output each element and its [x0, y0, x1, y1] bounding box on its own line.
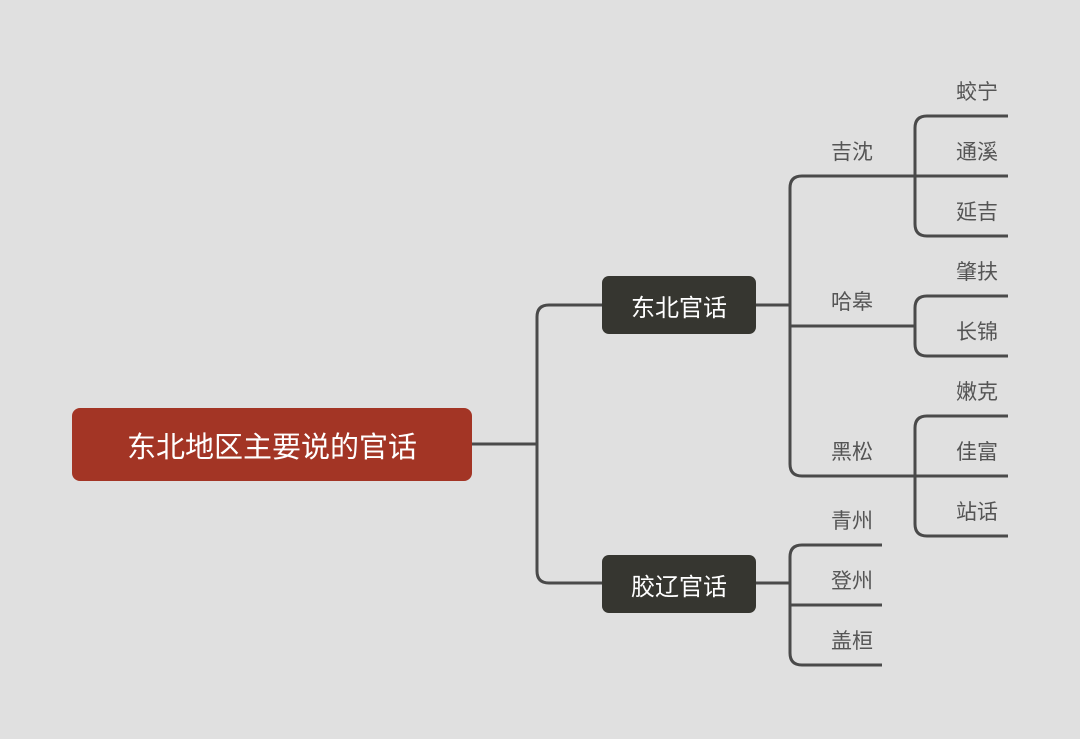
root-label: 东北地区主要说的官话 — [126, 429, 417, 464]
branch-label: 东北官话 — [631, 293, 727, 322]
hahuang-sub-connector — [913, 294, 1008, 358]
leaf-node[interactable]: 佳富 — [956, 440, 998, 464]
subnode-dengzhou[interactable]: 登州 — [831, 569, 873, 593]
subnode-qingzhou[interactable]: 青州 — [831, 509, 873, 533]
leaf-node[interactable]: 长锦 — [956, 320, 998, 344]
subnode-hahuang[interactable]: 哈皋 — [831, 290, 873, 314]
leaf-node[interactable]: 蛟宁 — [956, 80, 998, 104]
leaf-node[interactable]: 站话 — [956, 500, 998, 524]
leaf-node[interactable]: 肇扶 — [956, 260, 998, 284]
subnode-heisong[interactable]: 黑松 — [831, 440, 873, 464]
heisong-sub-connector — [913, 414, 1008, 538]
leaf-node[interactable]: 延吉 — [956, 200, 998, 224]
leaf-node[interactable]: 嫩克 — [956, 380, 998, 404]
main-branch-connector — [535, 303, 602, 585]
subnode-gaihuan[interactable]: 盖桓 — [831, 629, 873, 653]
jiaoliao-sub-connector — [788, 543, 882, 667]
branch-node-jiaoliao[interactable]: 胶辽官话 — [602, 555, 756, 613]
branch-label: 胶辽官话 — [631, 572, 727, 601]
jishen-connector — [913, 114, 1008, 238]
root-node[interactable]: 东北地区主要说的官话 — [72, 408, 472, 481]
subnode-jishen[interactable]: 吉沈 — [831, 140, 873, 164]
branch-node-dongbei[interactable]: 东北官话 — [602, 276, 756, 334]
leaf-node[interactable]: 通溪 — [956, 140, 998, 164]
